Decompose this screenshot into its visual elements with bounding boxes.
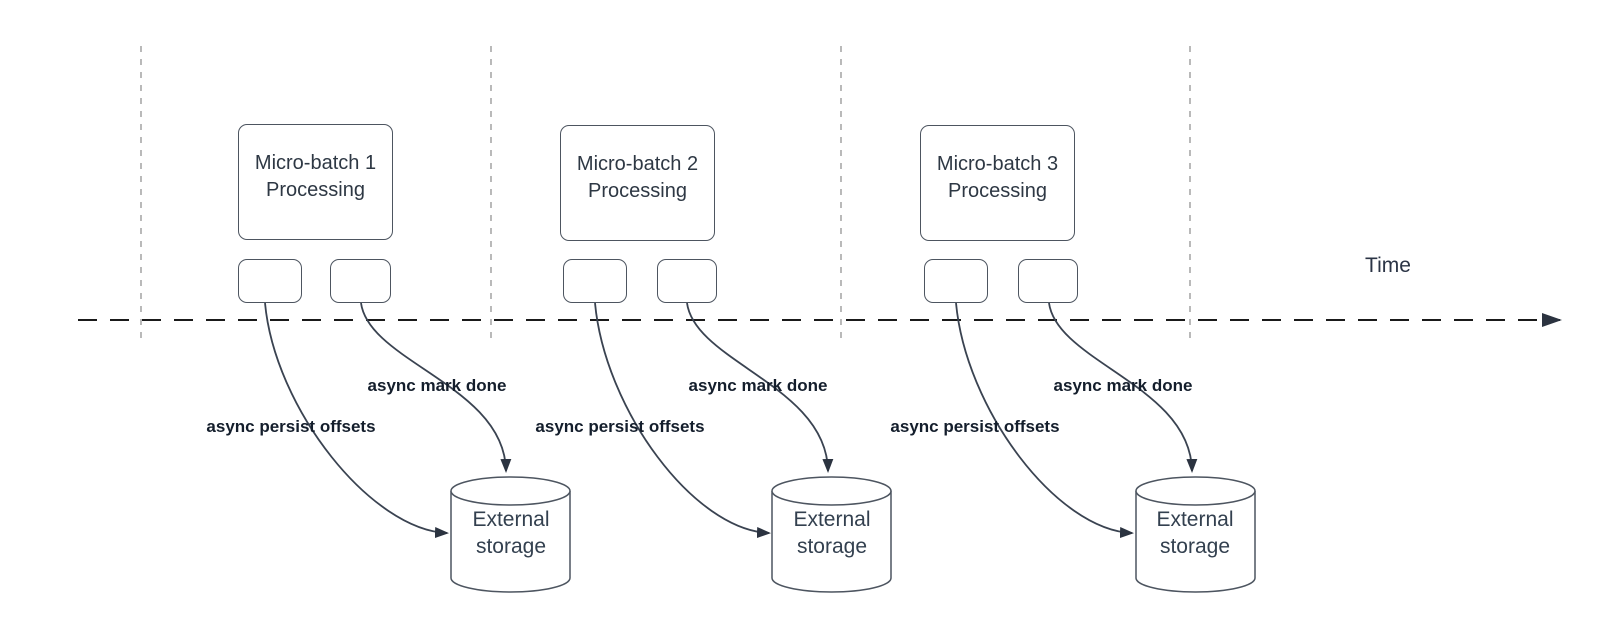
micro-batch-2-persist-task-box <box>563 259 627 303</box>
persist-offsets-arrow-2 <box>594 302 771 538</box>
interval-guide-lines <box>140 46 1191 341</box>
time-axis-label: Time <box>1365 254 1411 277</box>
micro-batch-2-processing-box: Micro-batch 2 Processing <box>560 125 715 241</box>
micro-batch-1-persist-task-box <box>238 259 302 303</box>
mark-done-arrow-1 <box>360 302 512 473</box>
external-storage-cylinder-1 <box>450 476 571 593</box>
external-storage-label-1: External storage <box>472 508 550 558</box>
micro-batch-1-title-line2: Processing <box>266 179 365 201</box>
micro-batch-3-title-line1: Micro-batch 3 <box>936 153 1059 175</box>
mark-done-label-3: async mark done <box>1053 376 1193 395</box>
external-storage-label-3: External storage <box>1156 508 1234 558</box>
persist-offsets-label-1: async persist offsets <box>206 417 376 436</box>
micro-batch-3-title-line2: Processing <box>948 180 1047 202</box>
micro-batch-3-processing-box: Micro-batch 3 Processing <box>920 125 1075 241</box>
micro-batch-2-title-line1: Micro-batch 2 <box>576 153 699 175</box>
micro-batch-1-title-line1: Micro-batch 1 <box>254 152 377 174</box>
external-storage-cylinder-3 <box>1135 476 1256 593</box>
mark-done-arrow-2 <box>686 302 834 473</box>
persist-offsets-label-2: async persist offsets <box>535 417 705 436</box>
external-storage-label-2: External storage <box>793 508 871 558</box>
micro-batch-2-title-line2: Processing <box>588 180 687 202</box>
micro-batch-3-persist-task-box <box>924 259 988 303</box>
external-storage-cylinder-2 <box>771 476 892 593</box>
persist-offsets-label-3: async persist offsets <box>890 417 1060 436</box>
micro-batch-2-done-task-box <box>657 259 717 303</box>
micro-batch-1-processing-box: Micro-batch 1 Processing <box>238 124 393 240</box>
mark-done-label-2: async mark done <box>688 376 828 395</box>
micro-batch-1-done-task-box <box>330 259 391 303</box>
mark-done-label-1: async mark done <box>367 376 507 395</box>
mark-done-arrow-3 <box>1048 302 1198 473</box>
persist-offsets-arrow-3 <box>955 302 1134 538</box>
persist-offsets-arrow-1 <box>264 302 449 538</box>
micro-batch-3-done-task-box <box>1018 259 1078 303</box>
